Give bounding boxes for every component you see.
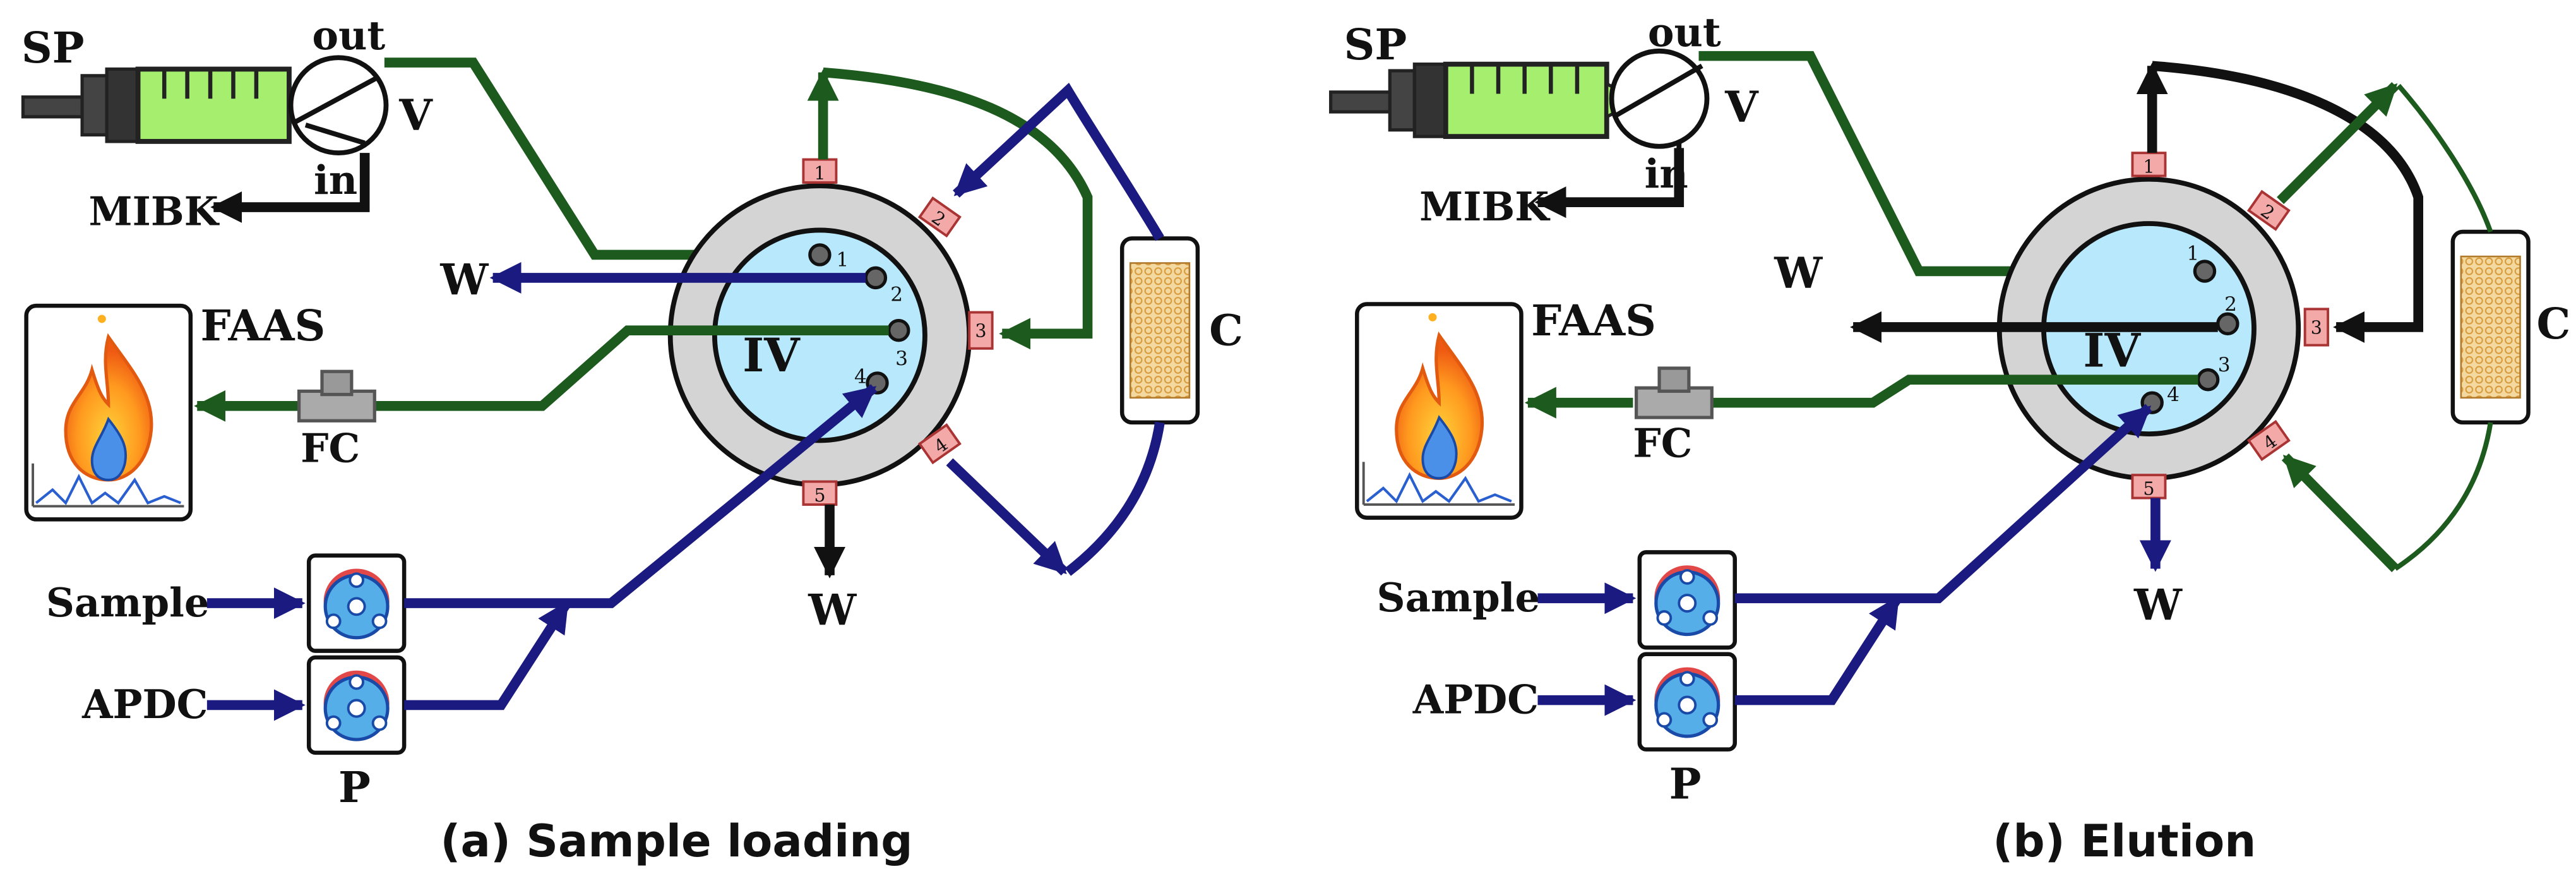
port1-to-port3-arc xyxy=(823,67,1093,350)
outer-port-2: 2 xyxy=(917,196,962,238)
sp-label: SP xyxy=(1344,19,1407,69)
outer-port-2: 2 xyxy=(2246,189,2291,231)
iv-label: IV xyxy=(742,329,801,383)
svg-text:2: 2 xyxy=(2224,293,2237,316)
flame-icon xyxy=(64,315,153,482)
inner-port-4: 4 xyxy=(2140,383,2179,414)
apdc-merge-line xyxy=(1734,596,1902,705)
outer-port-1: 1 xyxy=(802,158,838,184)
column-bottom-line xyxy=(2394,422,2493,571)
column-label: C xyxy=(1209,305,1243,356)
valve-in-label: in xyxy=(314,157,357,203)
syringe-icon xyxy=(1329,61,1622,140)
svg-text:3: 3 xyxy=(2311,316,2322,338)
inner-port-2: 2 xyxy=(2216,293,2239,335)
svg-text:1: 1 xyxy=(2143,155,2154,177)
port1-to-port3-arc xyxy=(2152,61,2424,343)
mibk-line xyxy=(1534,148,1685,219)
pump-icon[interactable] xyxy=(1637,652,1738,752)
outer-port-5: 5 xyxy=(802,480,838,506)
pump-icon[interactable] xyxy=(1637,550,1738,650)
column-bottom-line xyxy=(1064,421,1165,576)
apdc-label: APDC xyxy=(1412,676,1539,722)
outer-port-3: 3 xyxy=(968,311,994,350)
panel-a-caption: (a) Sample loading xyxy=(440,815,912,867)
svg-text:4: 4 xyxy=(854,365,867,388)
outer-port-3: 3 xyxy=(2303,308,2330,347)
column-to-port2-line xyxy=(953,83,1164,241)
waste-label-left: W xyxy=(1774,248,1823,298)
svg-text:1: 1 xyxy=(814,162,825,184)
sample-to-iv-line xyxy=(404,384,878,608)
faas-instrument xyxy=(24,303,193,522)
three-way-valve[interactable] xyxy=(1609,48,1710,152)
panel-sample-loading: SP out V in MIBK IV 1 2 xyxy=(21,12,1243,867)
fc-label: FC xyxy=(1633,420,1692,467)
waste-label-bottom: W xyxy=(808,584,857,635)
column-icon[interactable] xyxy=(2450,229,2531,425)
svg-text:5: 5 xyxy=(814,484,825,506)
fc-label: FC xyxy=(301,424,360,471)
iv-to-fc-line xyxy=(369,325,889,411)
column-top-line xyxy=(2397,83,2493,233)
port4-out-line xyxy=(946,458,1068,576)
sample-to-iv-line xyxy=(1734,404,2152,604)
svg-text:5: 5 xyxy=(2143,477,2154,499)
outer-port-1: 1 xyxy=(2131,152,2167,177)
waste-label-bottom: W xyxy=(2133,579,2183,630)
mibk-label: MIBK xyxy=(89,188,220,235)
sp-label: SP xyxy=(21,22,85,73)
svg-text:3: 3 xyxy=(895,347,908,370)
column-label: C xyxy=(2537,298,2571,349)
valve-out-label: out xyxy=(312,12,385,59)
tee-connector-icon xyxy=(1635,366,1714,419)
inner-port-1: 1 xyxy=(808,243,849,272)
valve-v-label: V xyxy=(398,90,433,140)
svg-text:1: 1 xyxy=(2186,242,2199,265)
three-way-valve[interactable] xyxy=(288,55,389,156)
apdc-label: APDC xyxy=(81,681,208,728)
pump-icon[interactable] xyxy=(306,553,407,653)
port2-out-line xyxy=(2277,81,2399,205)
svg-text:1: 1 xyxy=(836,249,849,272)
svg-text:3: 3 xyxy=(2218,354,2231,376)
panel-elution: SP out V in MIBK IV 1 2 3 xyxy=(1329,9,2571,867)
outer-port-5: 5 xyxy=(2131,474,2167,500)
pump-label: P xyxy=(1669,758,1702,809)
faas-instrument xyxy=(1355,302,1524,520)
tee-connector-icon xyxy=(297,369,376,423)
iv-to-fc-line xyxy=(1712,375,2198,408)
valve-out-label: out xyxy=(1648,9,1721,56)
sample-label: Sample xyxy=(1377,574,1541,621)
pump-label: P xyxy=(338,762,371,812)
svg-text:4: 4 xyxy=(2167,383,2179,406)
sample-label: Sample xyxy=(46,579,210,626)
iv-label: IV xyxy=(2083,324,2141,378)
faas-label: FAAS xyxy=(200,300,325,351)
apdc-merge-line xyxy=(404,600,571,710)
flame-icon xyxy=(1395,313,1484,480)
mibk-label: MIBK xyxy=(1419,183,1551,230)
faas-label: FAAS xyxy=(1531,295,1656,345)
outer-port-4: 4 xyxy=(917,423,962,465)
waste-label-left: W xyxy=(439,254,489,304)
svg-text:3: 3 xyxy=(975,320,986,342)
svg-text:2: 2 xyxy=(890,283,903,306)
mibk-line xyxy=(210,153,370,223)
column-icon[interactable] xyxy=(1119,236,1200,425)
pump-icon[interactable] xyxy=(306,655,407,755)
column-to-port4-line xyxy=(2281,453,2399,572)
panel-b-caption: (b) Elution xyxy=(1993,815,2256,867)
outer-port-4: 4 xyxy=(2246,419,2291,462)
syringe-icon xyxy=(21,66,304,144)
inner-port-1: 1 xyxy=(2186,242,2217,283)
valve-v-label: V xyxy=(1724,81,1759,132)
